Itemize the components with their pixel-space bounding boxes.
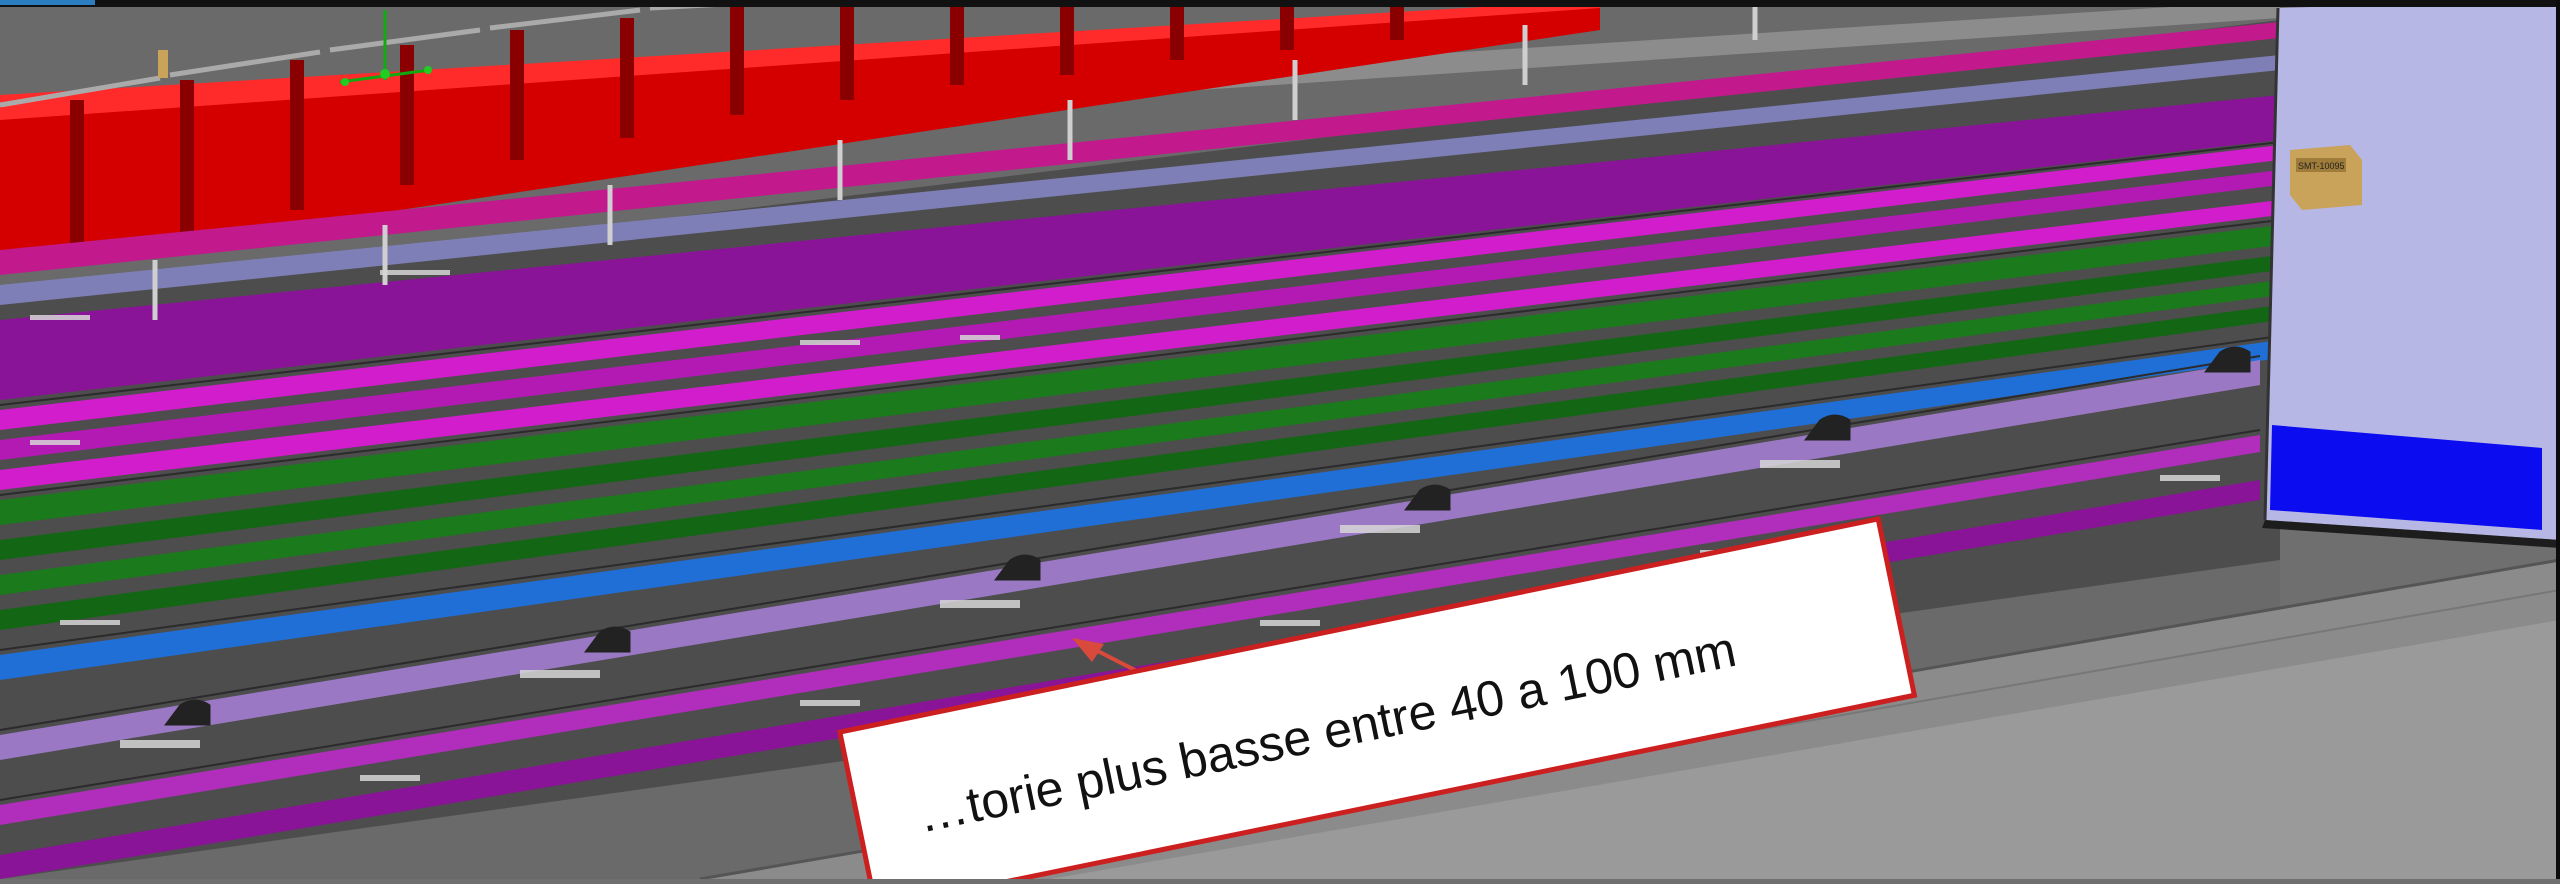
pipe-pink-upper [0,22,2280,275]
pipe-purple-low-1 [0,435,2260,825]
pipe-magenta-2 [0,170,2280,460]
annotation-callout[interactable]: …torie plus basse entre 40 a 100 mm [836,515,1918,884]
cabinet-blue-strip [2270,425,2542,530]
pipe-lavender [0,360,2260,760]
pipe-green-3 [0,280,2280,595]
small-tag-marker [158,50,168,78]
cabinet-panel[interactable]: SMT-10095 [2262,0,2560,548]
pipe-green-2 [0,255,2280,560]
pipe-blue [0,340,2280,680]
axis-gizmo-icon[interactable] [339,10,432,86]
point-cloud-noise [30,270,2220,781]
red-box-row [0,0,1600,270]
pipe-magenta-3 [0,200,2280,490]
pipe-green-4 [0,305,2280,630]
window-top-border [0,0,2560,7]
pipe-violet-wide [0,95,2280,400]
window-right-border [2556,0,2560,879]
pipe-magenta-1 [0,145,2280,430]
pipe-grey-blue [0,55,2280,305]
cabinet-label-box: SMT-10095 [2290,145,2362,210]
title-accent [0,0,95,5]
cabinet-label-tag: SMT-10095 [2298,161,2345,171]
floor-strip [1050,620,2560,879]
pipe-green-1 [0,225,2280,525]
pipe-supports [164,346,2251,726]
